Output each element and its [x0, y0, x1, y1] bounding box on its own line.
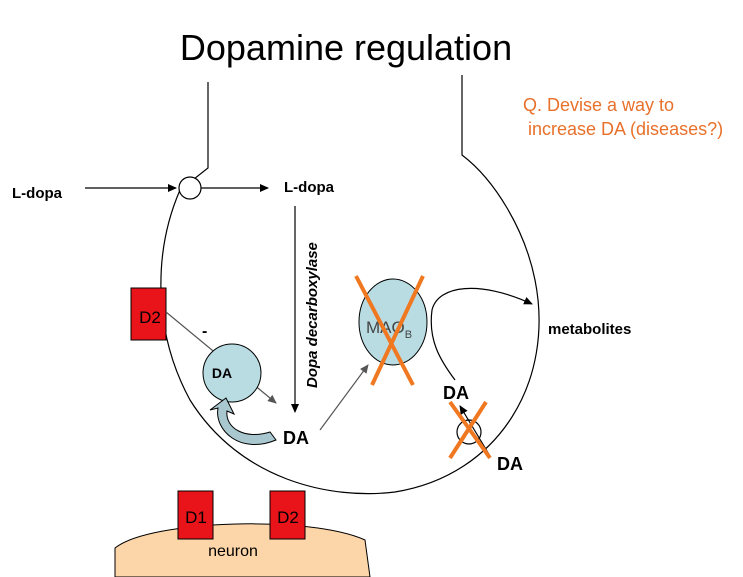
metabolites-arrow [430, 287, 533, 381]
metabolites-label: metabolites [548, 321, 631, 338]
presynaptic-terminal-outline [160, 75, 540, 495]
synaptic-da-label: DA [497, 454, 523, 474]
presynaptic-d2-receptor [130, 287, 167, 341]
postsynaptic-d1-receptor [177, 490, 214, 540]
neuron-label: neuron [208, 543, 258, 560]
question-line1: Q. Devise a way to [523, 95, 674, 115]
postsynaptic-d2-receptor [269, 490, 306, 540]
ldopa-outside-label: L-dopa [12, 185, 63, 202]
postsynaptic-d2-label: D2 [277, 508, 299, 527]
page-title: Dopamine regulation [180, 27, 512, 68]
cytosolic-da-label: DA [283, 428, 309, 448]
mao-cross-line-1 [354, 275, 415, 386]
ldopa-transporter [178, 176, 202, 200]
vesicle-uptake-curved-arrow [209, 397, 277, 446]
presynaptic-d2-label: D2 [139, 308, 161, 327]
mao-subscript: B [405, 329, 412, 341]
enzyme-label: Dopa decarboxylase [304, 242, 321, 388]
transporter-cross-line-2 [448, 400, 488, 460]
inhibition-sign: - [202, 323, 207, 340]
postsynaptic-d1-label: D1 [185, 508, 207, 527]
da-vesicle [202, 343, 262, 403]
ldopa-inside-label: L-dopa [284, 179, 335, 196]
vesicle-da-label: DA [212, 365, 232, 381]
transporter-da-label: DA [443, 383, 469, 403]
question-line2: increase DA (diseases?) [528, 119, 723, 139]
mao-cross-line-2 [370, 275, 425, 386]
da-to-mao-arrow [319, 364, 369, 431]
